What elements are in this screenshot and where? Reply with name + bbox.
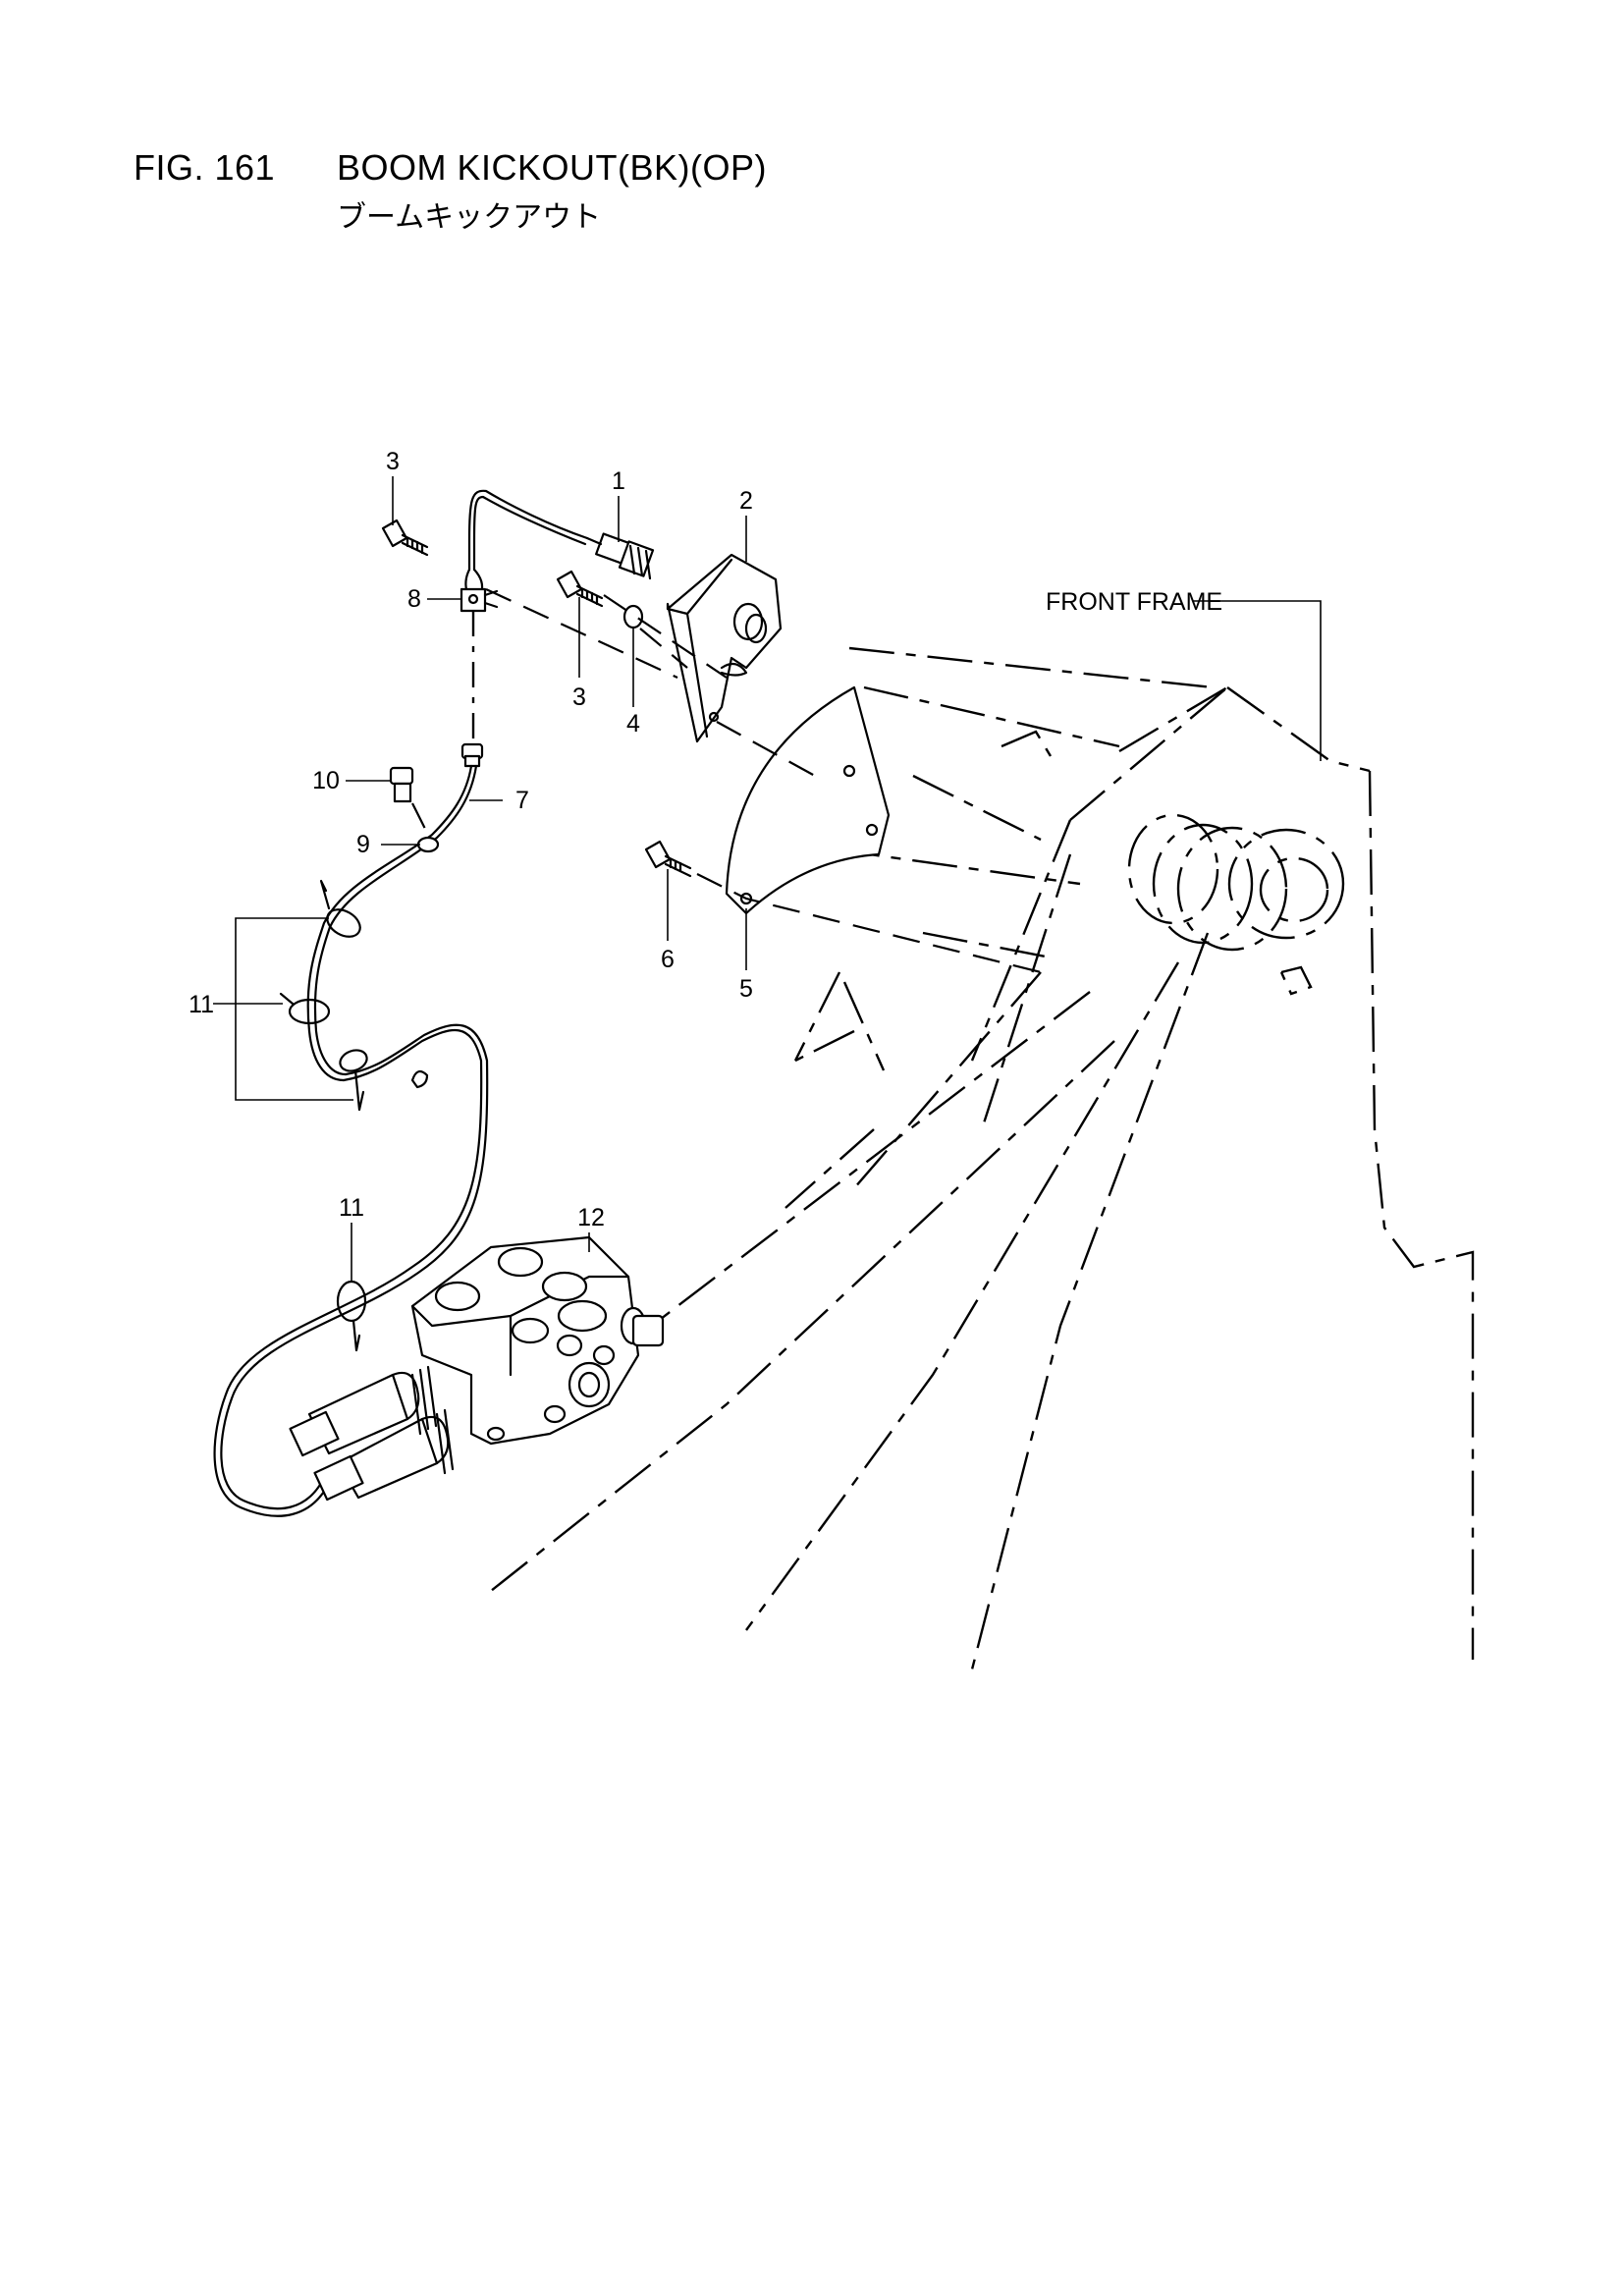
callout-6: 6	[661, 946, 675, 973]
front-frame-outline	[490, 646, 1475, 1670]
bolt-part-6	[644, 840, 692, 878]
callout-11-upper: 11	[189, 991, 214, 1018]
cable-ties	[279, 879, 368, 1352]
callout-7: 7	[515, 787, 529, 814]
front-frame-label: FRONT FRAME	[1046, 588, 1222, 616]
figure-number: FIG. 161	[134, 147, 276, 188]
washer-part-4	[622, 604, 644, 629]
part-1-sensor	[585, 532, 655, 580]
callout-9: 9	[356, 831, 370, 858]
callout-3-lower: 3	[572, 683, 586, 711]
clamp-part-9	[416, 836, 440, 853]
callout-10: 10	[312, 767, 340, 794]
part-5-plate	[725, 685, 891, 915]
bolt-part-3-upper	[381, 519, 429, 557]
callout-1: 1	[612, 467, 625, 495]
bolt-part-3-lower	[556, 570, 604, 608]
leader-lines	[213, 476, 1322, 1282]
figure-subtitle-jp: ブームキックアウト	[337, 200, 602, 235]
callout-11-lower: 11	[339, 1194, 364, 1222]
figure-title: BOOM KICKOUT(BK)(OP)	[337, 147, 768, 188]
callout-5: 5	[739, 975, 753, 1003]
callout-3-upper: 3	[386, 448, 400, 475]
callout-12: 12	[577, 1204, 605, 1231]
callout-8: 8	[407, 585, 421, 613]
callout-4: 4	[626, 710, 640, 738]
callout-2: 2	[739, 487, 753, 515]
assembly-lines	[411, 588, 1042, 974]
part-2-bracket	[666, 553, 783, 743]
part-12-valve	[289, 1235, 665, 1502]
bushing-part-10	[389, 766, 414, 803]
